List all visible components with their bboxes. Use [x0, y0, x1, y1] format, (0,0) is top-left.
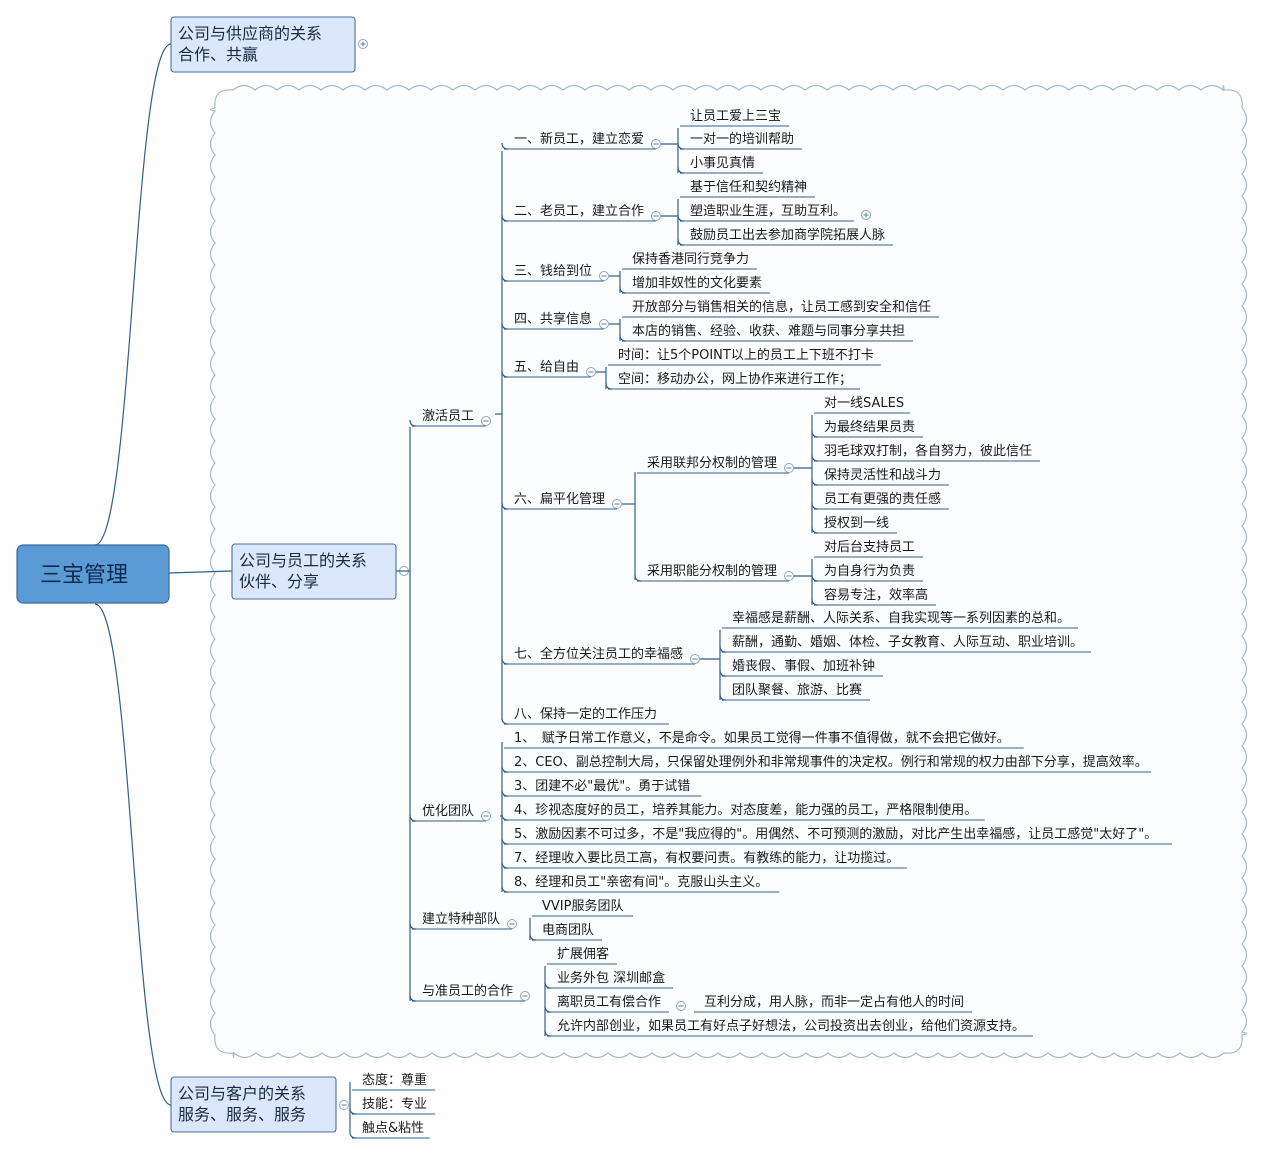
- supplier-relation-box[interactable]: [170, 16, 356, 73]
- group-g7[interactable]: 七、全方位关注员工的幸福感: [514, 646, 683, 662]
- group-g2-hook: [501, 214, 509, 222]
- root-title: 三宝管理: [40, 563, 128, 588]
- g6-sub-b-hook: [634, 574, 642, 582]
- quasi-item-0[interactable]: 扩展佣客: [557, 946, 609, 962]
- customer-hook-1: [349, 1107, 357, 1115]
- group-g5-item-1[interactable]: 空间：移动办公，网上协作来进行工作；: [618, 372, 852, 387]
- branch-motivate-hook: [409, 419, 417, 427]
- special-item-0[interactable]: VVIP服务团队: [542, 898, 623, 914]
- g6-sub-a-item-2[interactable]: 羽毛球双打制，各自努力，彼此信任: [824, 443, 1032, 459]
- customer-item-0[interactable]: 态度：尊重: [362, 1072, 427, 1088]
- group-g3[interactable]: 三、钱给到位: [514, 264, 592, 279]
- group-g2[interactable]: 二、老员工，建立合作: [514, 204, 644, 219]
- group-g7-hook: [501, 657, 509, 665]
- connector-root-supplier: [94, 43, 172, 546]
- group-g2-item-0[interactable]: 基于信任和契约精神: [690, 180, 807, 195]
- g6-sub-a-item-3[interactable]: 保持灵活性和战斗力: [824, 468, 941, 483]
- optimize-item-6[interactable]: 8、经理和员工"亲密有间"。克服山头主义。: [514, 874, 768, 890]
- g6-sub-a-item-0[interactable]: 对一线SALES: [824, 396, 904, 411]
- quasi-item-1[interactable]: 业务外包 深圳邮盒: [557, 970, 665, 986]
- optimize-item-0[interactable]: 1、 赋予日常工作意义，不是命令。如果员工觉得一件事不值得做，就不会把它做好。: [514, 730, 1010, 746]
- quasi-item-3[interactable]: 允许内部创业，如果员工有好点子好想法，公司投资出去创业，给他们资源支持。: [557, 1018, 1025, 1034]
- group-g7-item-3[interactable]: 团队聚餐、旅游、比赛: [732, 682, 862, 698]
- optimize-item-4[interactable]: 5、激励因素不可过多，不是"我应得的"。用偶然、不可预测的激励，对比产生出幸福感…: [514, 826, 1157, 842]
- branch-special[interactable]: 建立特种部队: [422, 912, 500, 927]
- g6-sub-b-item-2[interactable]: 容易专注，效率高: [824, 587, 928, 603]
- optimize-item-5[interactable]: 7、经理收入要比员工高，有权要问责。有教练的能力，让功揽过。: [514, 850, 899, 866]
- branch-quasi-hook: [409, 994, 417, 1002]
- quasi-item-2-detail[interactable]: 互利分成，用人脉，而非一定占有他人的时间: [704, 994, 964, 1010]
- group-g1-item-2[interactable]: 小事见真情: [690, 156, 755, 171]
- connector-root-employee: [168, 570, 233, 574]
- group-g5[interactable]: 五、给自由: [514, 360, 579, 375]
- customer-item-2[interactable]: 触点&粘性: [362, 1121, 424, 1136]
- quasi-item-2[interactable]: 离职员工有偿合作: [557, 994, 661, 1010]
- customer-hook-2: [349, 1131, 357, 1139]
- branch-motivate[interactable]: 激活员工: [422, 409, 474, 424]
- group-g3-hook: [501, 274, 509, 282]
- g6-sub-a[interactable]: 采用联邦分权制的管理: [647, 455, 777, 471]
- group-g3-item-0[interactable]: 保持香港同行竞争力: [632, 251, 749, 267]
- group-g4[interactable]: 四、共享信息: [514, 311, 592, 327]
- g6-sub-b-item-1[interactable]: 为自身行为负责: [824, 563, 915, 579]
- customer-relation-box-line2: 服务、服务、服务: [178, 1105, 306, 1124]
- group-g1-item-1[interactable]: 一对一的培训帮助: [690, 131, 794, 147]
- supplier-relation-box-line1: 公司与供应商的关系: [178, 24, 322, 43]
- group-g4-hook: [501, 322, 509, 330]
- customer-relation-box[interactable]: [170, 1076, 337, 1133]
- customer-relation-box-line1: 公司与客户的关系: [178, 1084, 306, 1103]
- optimize-item-3[interactable]: 4、珍视态度好的员工，培养其能力。对态度差，能力强的员工，严格限制使用。: [514, 802, 977, 818]
- g6-sub-a-item-5[interactable]: 授权到一线: [824, 515, 889, 531]
- root-node[interactable]: [16, 544, 170, 604]
- group-g6-hook: [501, 502, 509, 510]
- group-g1-item-0[interactable]: 让员工爱上三宝: [690, 109, 781, 124]
- group-g6[interactable]: 六、扁平化管理: [514, 492, 605, 507]
- group-g8[interactable]: 八、保持一定的工作压力: [514, 706, 657, 722]
- supplier-relation-box-line2: 合作、共赢: [178, 45, 258, 64]
- connector-root-customer: [94, 603, 172, 1106]
- group-g1[interactable]: 一、新员工，建立恋爱: [514, 131, 644, 147]
- group-g2-item-2[interactable]: 鼓励员工出去参加商学院拓展人脉: [690, 227, 885, 243]
- g6-sub-b-item-0[interactable]: 对后台支持员工: [824, 540, 915, 555]
- cloud-boundary: [209, 84, 1248, 1059]
- g6-sub-a-item-4[interactable]: 员工有更强的责任感: [824, 491, 941, 507]
- branch-special-hook: [409, 922, 417, 930]
- special-item-1[interactable]: 电商团队: [542, 923, 594, 938]
- group-g3-item-1[interactable]: 增加非奴性的文化要素: [632, 275, 762, 291]
- group-g5-item-0[interactable]: 时间：让5个POINT以上的员工上下班不打卡: [618, 347, 874, 363]
- optimize-item-1[interactable]: 2、CEO、副总控制大局，只保留处理例外和非常规事件的决定权。例行和常规的权力由…: [514, 754, 1148, 770]
- optimize-item-2[interactable]: 3、团建不必"最优"。勇于试错: [514, 779, 690, 794]
- group-g1-hook: [501, 142, 509, 150]
- branch-optimize[interactable]: 优化团队: [422, 804, 474, 819]
- group-g8-hook: [501, 717, 509, 725]
- group-g4-item-0[interactable]: 开放部分与销售相关的信息，让员工感到安全和信任: [632, 299, 931, 315]
- group-g5-hook: [501, 370, 509, 378]
- group-g2-item-1[interactable]: 塑造职业生涯，互助互利。: [690, 204, 846, 219]
- group-g7-item-0[interactable]: 幸福感是薪酬、人际关系、自我实现等一系列因素的总和。: [732, 610, 1070, 626]
- g6-sub-b[interactable]: 采用职能分权制的管理: [647, 563, 777, 579]
- branch-quasi[interactable]: 与准员工的合作: [422, 983, 513, 999]
- branch-optimize-hook: [409, 814, 417, 822]
- group-g7-item-2[interactable]: 婚丧假、事假、加班补钟: [732, 658, 875, 674]
- g6-sub-a-item-1[interactable]: 为最终结果员责: [824, 419, 915, 435]
- employee-relation-box-line2: 伙伴、分享: [239, 572, 319, 591]
- group-g7-item-1[interactable]: 薪酬，通勤、婚姻、体检、子女教育、人际互动、职业培训。: [732, 634, 1083, 650]
- customer-item-1[interactable]: 技能：专业: [362, 1097, 427, 1112]
- employee-relation-box-line1: 公司与员工的关系: [239, 551, 367, 570]
- group-g4-item-1[interactable]: 本店的销售、经验、收获、难题与同事分享共担: [632, 323, 905, 339]
